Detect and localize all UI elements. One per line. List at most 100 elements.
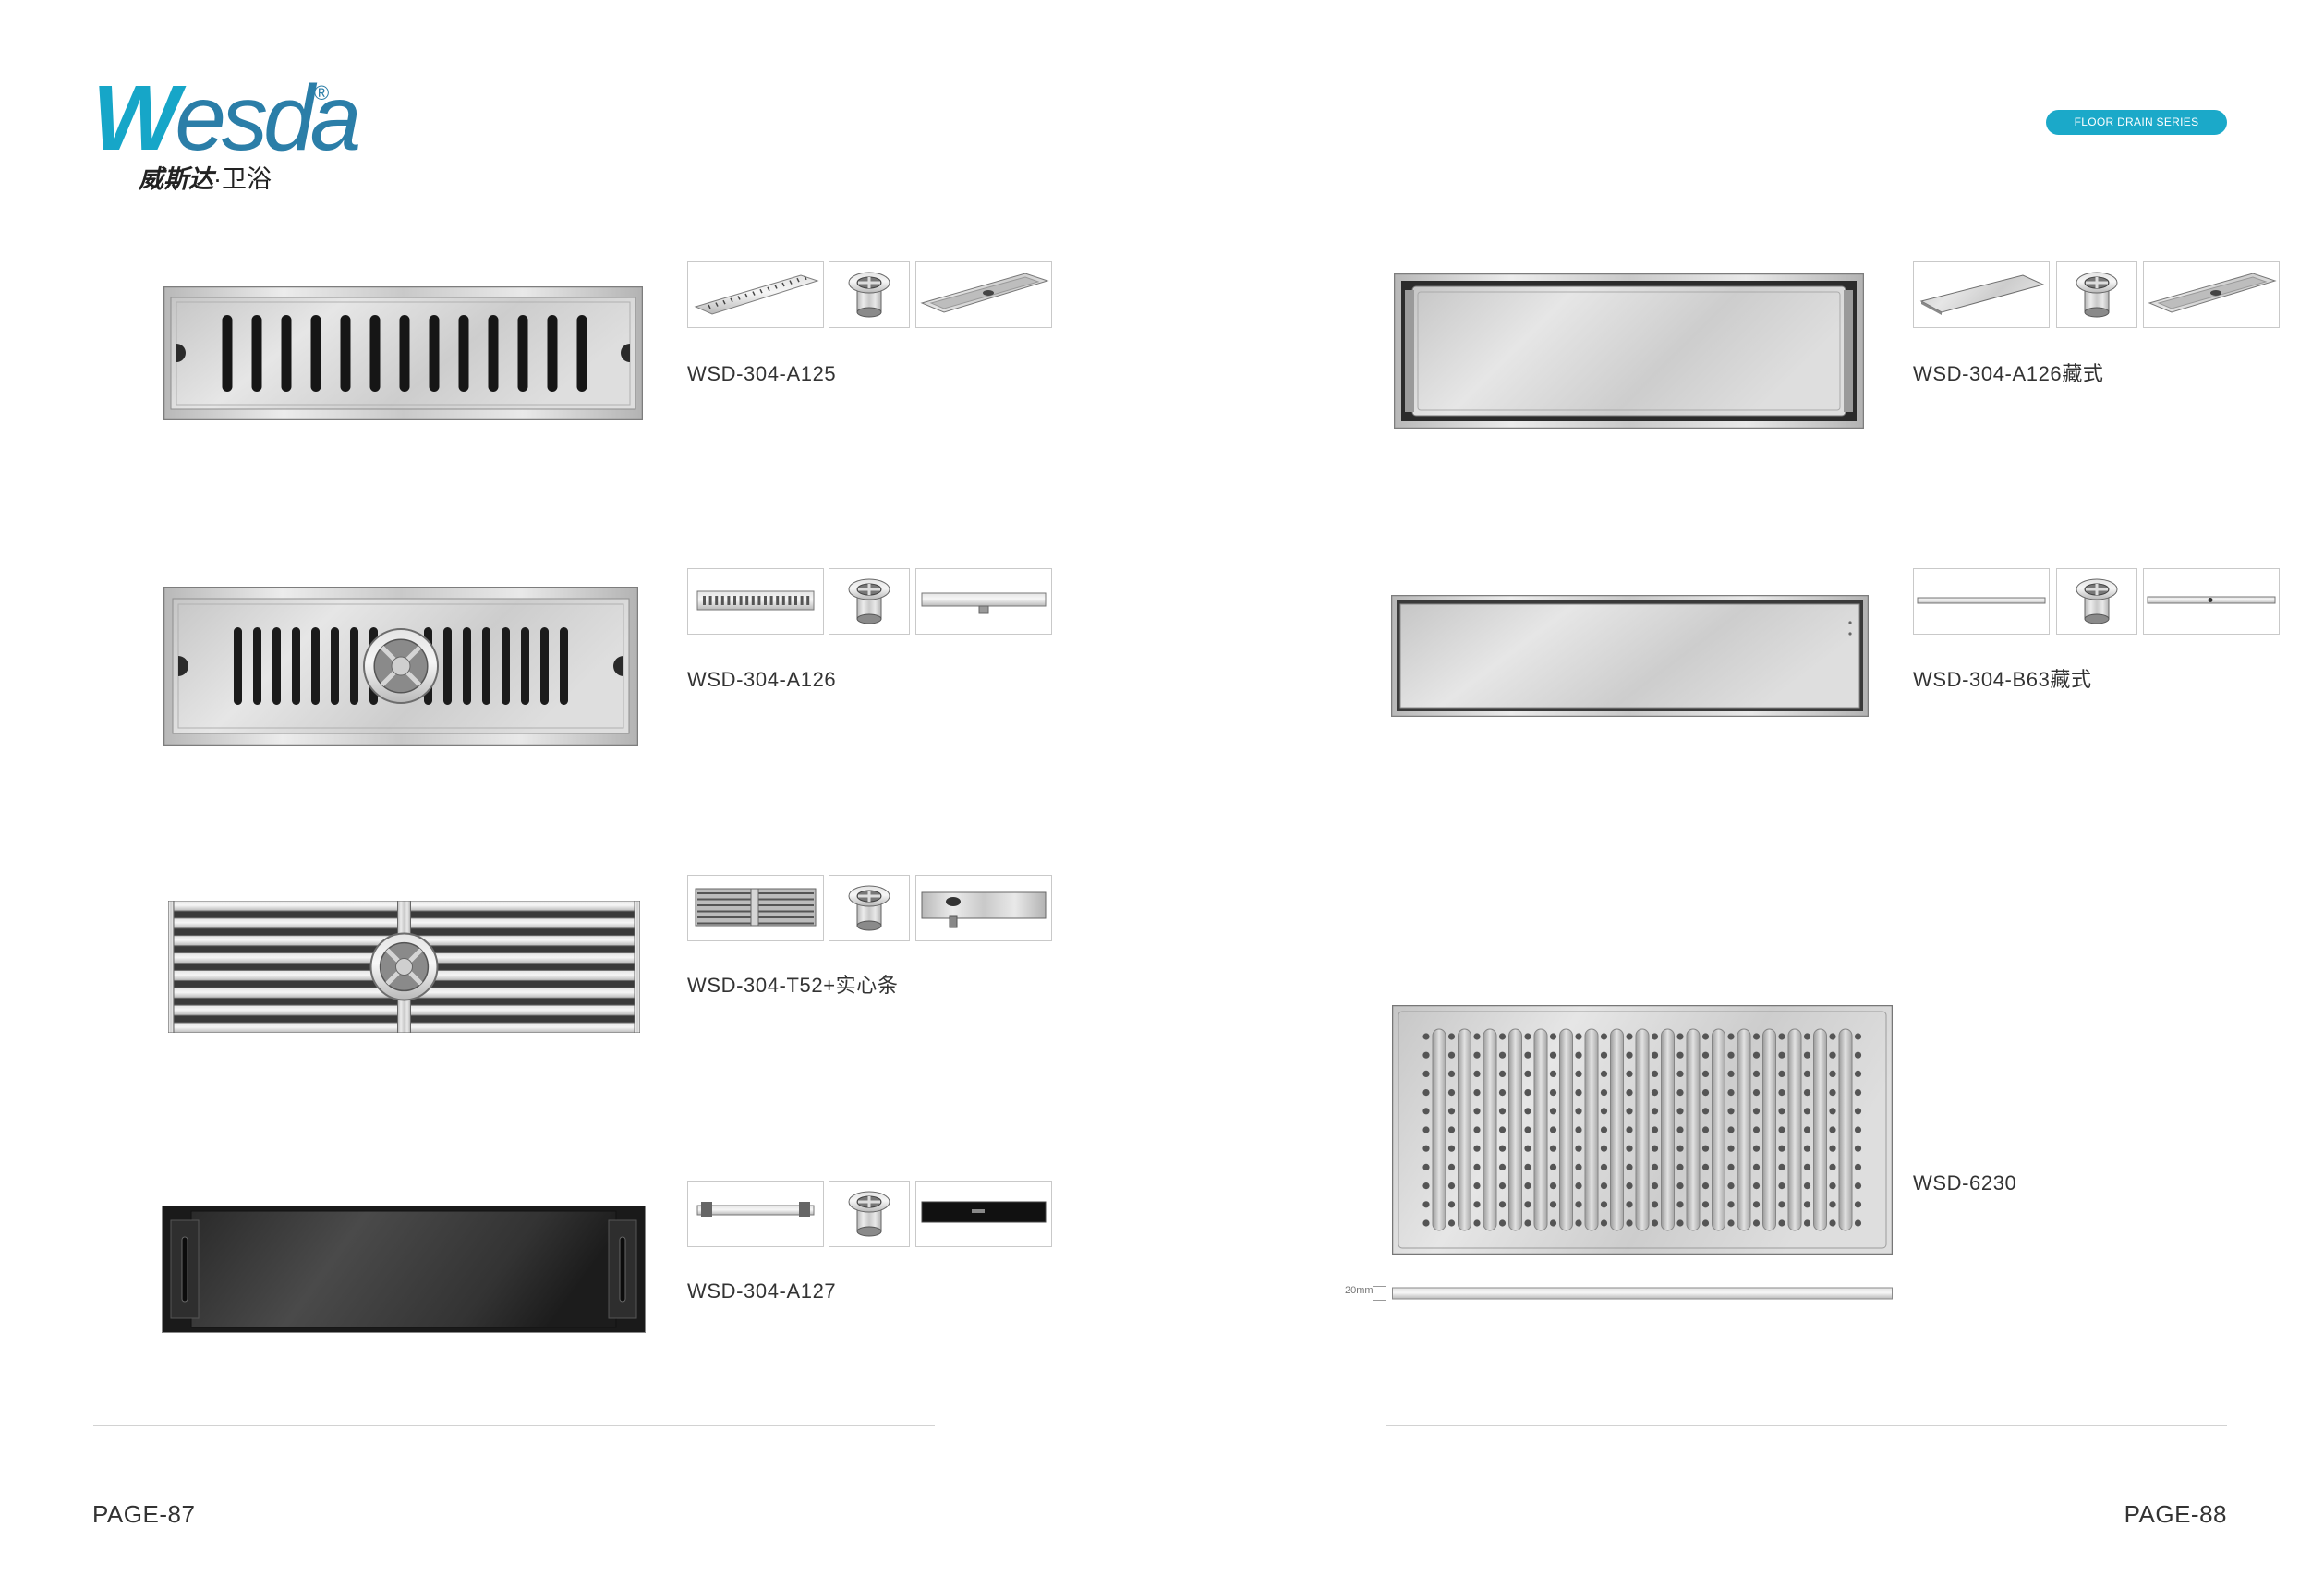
plate-groove [1584, 1028, 1599, 1231]
plate-hole [1727, 1089, 1735, 1097]
tile-cover [1411, 285, 1846, 417]
plate-hole [1447, 1126, 1456, 1133]
grate-slot [369, 315, 381, 392]
plate-hole [1829, 1182, 1836, 1190]
plate-hole [1549, 1201, 1557, 1208]
thumb-grate-slot [764, 596, 767, 605]
plate-groove [1787, 1028, 1802, 1231]
thumb-channel [2143, 261, 2280, 328]
plate-hole [1829, 1201, 1836, 1208]
thumb-grate-slot [769, 596, 773, 605]
thumb-trap-drawing [848, 578, 890, 624]
plate-hole [1422, 1051, 1430, 1059]
plate-hole [1473, 1126, 1481, 1133]
thumb-grate-slot [789, 280, 793, 285]
plate-hole [1575, 1201, 1582, 1208]
plate-hole [1600, 1145, 1608, 1152]
plate-hole [1829, 1070, 1836, 1077]
thumb-grate-slot [800, 596, 804, 605]
footer-divider-left [93, 1425, 935, 1426]
plate-hole [1676, 1051, 1684, 1059]
plate-hole [1676, 1126, 1684, 1133]
thumb-cover-drawing [1917, 597, 2046, 604]
thumb-grate-body [696, 1205, 815, 1216]
plate-hole [1752, 1182, 1761, 1190]
grate-slot [331, 627, 339, 705]
plate-hole [1549, 1033, 1557, 1040]
plate-hole [1447, 1163, 1456, 1170]
plate-hole [1803, 1201, 1811, 1208]
plate-hole [1498, 1126, 1507, 1133]
plate-hole [1701, 1089, 1710, 1097]
thumb-cover-plate [1913, 261, 2050, 328]
drain-center [395, 958, 413, 976]
thumb-channel-drawing [2148, 273, 2277, 313]
logo-wordmark: esda [175, 67, 361, 170]
grate-slot [251, 315, 262, 392]
plate-hole [1549, 1163, 1557, 1170]
plate-hole [1829, 1108, 1836, 1115]
cover-pin [1848, 621, 1852, 624]
brand-logo: Wesda [92, 72, 361, 164]
plate-hole [1854, 1219, 1862, 1227]
plate-hole [1651, 1051, 1659, 1059]
plate-hole [1651, 1182, 1659, 1190]
cover-pin [1848, 632, 1852, 636]
thumb-channel-drawing [920, 273, 1049, 313]
plate-hole [1803, 1033, 1811, 1040]
plate-hole [1727, 1070, 1735, 1077]
thumb-trap [2056, 568, 2137, 635]
plate-hole [1778, 1182, 1785, 1190]
plate-hole [1524, 1201, 1531, 1208]
product-model-label: WSD-304-A127 [687, 1279, 837, 1303]
plate-hole [1473, 1163, 1481, 1170]
plate-hole [1701, 1182, 1710, 1190]
product-model-label: WSD-304-B63藏式 [1913, 668, 2092, 691]
grate-end-cap [168, 901, 175, 1033]
grate-slot [443, 627, 452, 705]
plate-hole [1701, 1145, 1710, 1152]
plate-hole [1803, 1051, 1811, 1059]
plate-hole [1498, 1163, 1507, 1170]
plate-hole [1524, 1182, 1531, 1190]
plate-hole [1575, 1219, 1582, 1227]
tile-cover-edge [1417, 291, 1841, 411]
plate-hole [1676, 1033, 1684, 1040]
plate-hole [1473, 1145, 1481, 1152]
plate-hole [1600, 1089, 1608, 1097]
grate-slot [560, 627, 568, 705]
plate-hole [1575, 1051, 1582, 1059]
thumb-channel-pipe [949, 915, 958, 928]
footer-divider-right [1386, 1425, 2227, 1426]
plate-hole [1422, 1219, 1430, 1227]
plate-hole [1600, 1108, 1608, 1115]
product-image-a125 [163, 286, 643, 420]
plate-hole [1803, 1108, 1811, 1115]
plate-hole [1701, 1070, 1710, 1077]
plate-hole [1854, 1070, 1862, 1077]
logo-cn-suffix: ·卫浴 [213, 165, 272, 193]
plate-hole [1778, 1126, 1785, 1133]
thumb-grate-drawing [696, 590, 815, 611]
thumb-trap-drawing [848, 272, 890, 318]
thumb-channel-drawing [2147, 596, 2276, 604]
thumb-channel-outlet [972, 1209, 985, 1213]
plate-hole [1651, 1033, 1659, 1040]
plate-hole [1549, 1089, 1557, 1097]
plate-hole [1829, 1219, 1836, 1227]
thumb-grate-slot [751, 596, 755, 605]
grate-notch [176, 344, 186, 362]
logo-initial: W [92, 67, 179, 170]
grate-slot [310, 315, 321, 392]
plate-hole [1701, 1126, 1710, 1133]
plate-hole [1752, 1145, 1761, 1152]
plate-hole [1422, 1089, 1430, 1097]
thumb-channel-outlet [2210, 290, 2221, 296]
grate-slot [502, 627, 510, 705]
plate-hole [1727, 1219, 1735, 1227]
plate-hole [1600, 1126, 1608, 1133]
grate-slot [234, 627, 242, 705]
thumb-grate-slot [703, 596, 706, 605]
plate-hole [1524, 1126, 1531, 1133]
plate-hole [1752, 1108, 1761, 1115]
